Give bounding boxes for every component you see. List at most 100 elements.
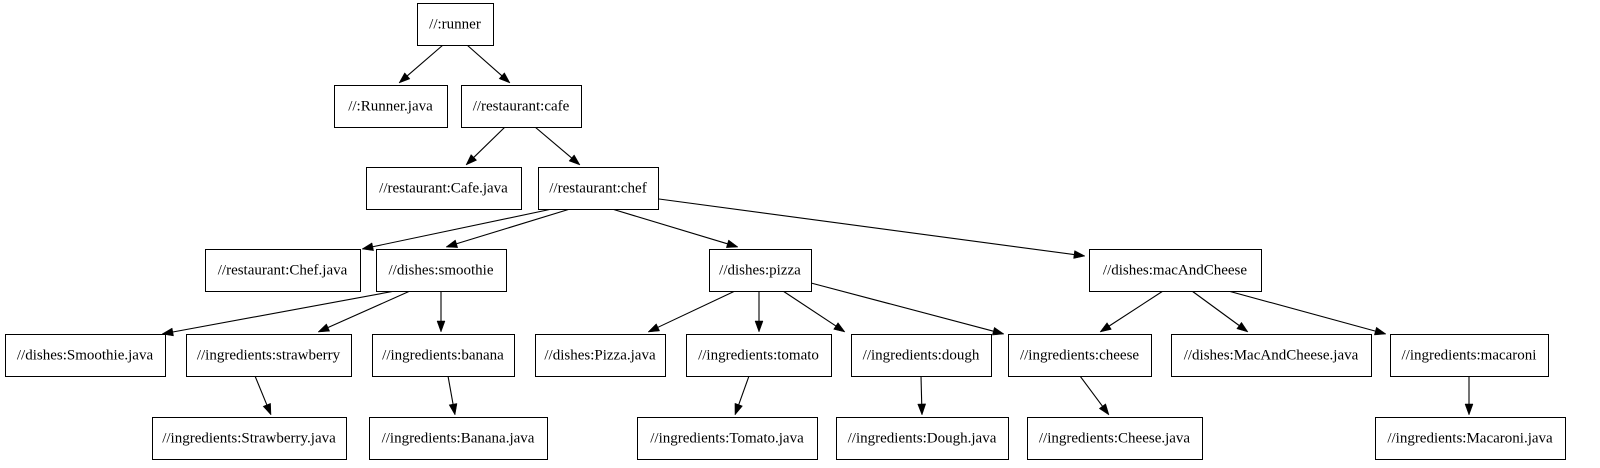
edge-line — [254, 375, 268, 406]
edge-ingredients-strawberry-to-ingredients-strawberry-java — [254, 375, 272, 416]
graph-node-dishes_smoothie_java[interactable]: //dishes:Smoothie.java — [5, 334, 166, 377]
node-box[interactable] — [637, 417, 818, 460]
edge-restaurant-chef-to-dishes-smoothie — [445, 208, 571, 248]
node-label: //restaurant:Chef.java — [218, 262, 348, 278]
graph-node-restaurant_chef_java[interactable]: //restaurant:Chef.java — [205, 249, 361, 292]
edge-line — [447, 375, 454, 405]
node-box[interactable] — [366, 167, 522, 210]
node-box[interactable] — [1089, 249, 1262, 292]
graph-node-dishes_macandcheese_java[interactable]: //dishes:MacAndCheese.java — [1171, 334, 1372, 377]
node-label: //dishes:Smoothie.java — [17, 347, 154, 363]
graph-node-dishes_macandcheese[interactable]: //dishes:macAndCheese — [1089, 249, 1262, 292]
node-box[interactable] — [1171, 334, 1372, 377]
graph-node-dishes_pizza[interactable]: //dishes:pizza — [709, 249, 812, 292]
node-box[interactable] — [538, 167, 659, 210]
graph-node-ingredients_cheese[interactable]: //ingredients:cheese — [1008, 334, 1152, 377]
edge-dishes-smoothie-to-dishes-smoothie-java — [161, 290, 396, 337]
arrowhead-icon — [833, 322, 846, 333]
node-label: //ingredients:strawberry — [197, 347, 341, 363]
node-box[interactable] — [334, 85, 448, 128]
node-box[interactable] — [376, 249, 507, 292]
node-label: //ingredients:Macaroni.java — [1387, 430, 1553, 446]
node-box[interactable] — [1375, 417, 1566, 460]
graph-node-restaurant_chef[interactable]: //restaurant:chef — [538, 167, 659, 210]
edge-dishes-pizza-to-ingredients-dough — [782, 290, 846, 333]
edge-runner-to-runner-java — [398, 44, 444, 84]
graph-node-ingredients_banana_java[interactable]: //ingredients:Banana.java — [369, 417, 548, 460]
edge-dishes-macandcheese-to-ingredients-macaroni — [1220, 288, 1387, 336]
graph-node-ingredients_strawberry_java[interactable]: //ingredients:Strawberry.java — [152, 417, 347, 460]
nodes-layer: //:runner //:Runner.java //restaurant:cafe… — [5, 3, 1566, 460]
node-box[interactable] — [186, 334, 352, 377]
edge-dishes-pizza-to-ingredients-cheese — [810, 282, 1005, 336]
arrowhead-icon — [465, 154, 478, 166]
graph-node-ingredients_dough_java[interactable]: //ingredients:Dough.java — [836, 417, 1009, 460]
graph-node-runner[interactable]: //:runner — [417, 3, 494, 46]
arrowhead-icon — [725, 239, 739, 248]
edge-line — [1079, 375, 1103, 407]
graph-node-restaurant_cafe[interactable]: //restaurant:cafe — [461, 85, 582, 128]
node-label: //ingredients:Dough.java — [848, 430, 997, 446]
edges-layer — [161, 44, 1474, 416]
node-box[interactable] — [836, 417, 1009, 460]
node-box[interactable] — [1008, 334, 1152, 377]
node-box[interactable] — [851, 334, 992, 377]
edge-line — [1220, 288, 1376, 332]
node-box[interactable] — [417, 3, 494, 46]
graph-node-ingredients_cheese_java[interactable]: //ingredients:Cheese.java — [1027, 417, 1203, 460]
arrowhead-icon — [498, 72, 511, 84]
graph-node-runner_java[interactable]: //:Runner.java — [334, 85, 448, 128]
graph-node-ingredients_tomato_java[interactable]: //ingredients:Tomato.java — [637, 417, 818, 460]
edge-line — [657, 290, 736, 328]
graph-node-ingredients_strawberry[interactable]: //ingredients:strawberry — [186, 334, 352, 377]
node-label: //ingredients:macaroni — [1402, 347, 1537, 363]
arrowhead-icon — [436, 320, 446, 333]
node-box[interactable] — [461, 85, 582, 128]
node-label: //ingredients:Banana.java — [382, 430, 535, 446]
node-box[interactable] — [372, 334, 515, 377]
edge-line — [738, 375, 750, 405]
edge-line — [810, 282, 994, 332]
edge-line — [372, 208, 553, 248]
graph-node-ingredients_tomato[interactable]: //ingredients:tomato — [686, 334, 832, 377]
node-label: //restaurant:cafe — [473, 98, 570, 114]
graph-node-ingredients_macaroni_java[interactable]: //ingredients:Macaroni.java — [1375, 417, 1566, 460]
arrowhead-icon — [262, 402, 272, 416]
arrowhead-icon — [1098, 403, 1110, 416]
node-box[interactable] — [686, 334, 832, 377]
node-box[interactable] — [535, 334, 666, 377]
edge-line — [466, 44, 503, 77]
graph-node-ingredients_macaroni[interactable]: //ingredients:macaroni — [1390, 334, 1549, 377]
node-box[interactable] — [5, 334, 166, 377]
node-box[interactable] — [369, 417, 548, 460]
graph-node-dishes_smoothie[interactable]: //dishes:smoothie — [376, 249, 507, 292]
edge-dishes-pizza-to-ingredients-tomato — [754, 291, 764, 333]
node-label: //ingredients:banana — [382, 347, 504, 363]
arrowhead-icon — [1073, 250, 1086, 259]
edge-line — [473, 126, 506, 158]
node-box[interactable] — [709, 249, 812, 292]
edge-ingredients-tomato-to-ingredients-tomato-java — [734, 375, 750, 416]
edge-ingredients-macaroni-to-ingredients-macaroni-java — [1464, 376, 1474, 416]
node-box[interactable] — [152, 417, 347, 460]
edge-line — [611, 208, 728, 245]
node-box[interactable] — [1027, 417, 1203, 460]
edge-line — [456, 208, 571, 245]
node-label: //dishes:MacAndCheese.java — [1184, 347, 1359, 363]
edge-line — [406, 44, 444, 77]
graph-node-restaurant_cafe_java[interactable]: //restaurant:Cafe.java — [366, 167, 522, 210]
arrowhead-icon — [1236, 321, 1249, 333]
arrowhead-icon — [734, 402, 743, 416]
graph-node-ingredients_dough[interactable]: //ingredients:dough — [851, 334, 992, 377]
edge-line — [327, 290, 411, 329]
graph-node-ingredients_banana[interactable]: //ingredients:banana — [372, 334, 515, 377]
arrowhead-icon — [445, 239, 459, 248]
arrowhead-icon — [317, 323, 331, 333]
edge-line — [920, 375, 923, 405]
graph-node-dishes_pizza_java[interactable]: //dishes:Pizza.java — [535, 334, 666, 377]
node-label: //ingredients:dough — [863, 347, 980, 363]
node-label: //ingredients:Strawberry.java — [162, 430, 336, 446]
node-box[interactable] — [205, 249, 361, 292]
node-box[interactable] — [1390, 334, 1549, 377]
node-label: //:Runner.java — [348, 98, 433, 114]
